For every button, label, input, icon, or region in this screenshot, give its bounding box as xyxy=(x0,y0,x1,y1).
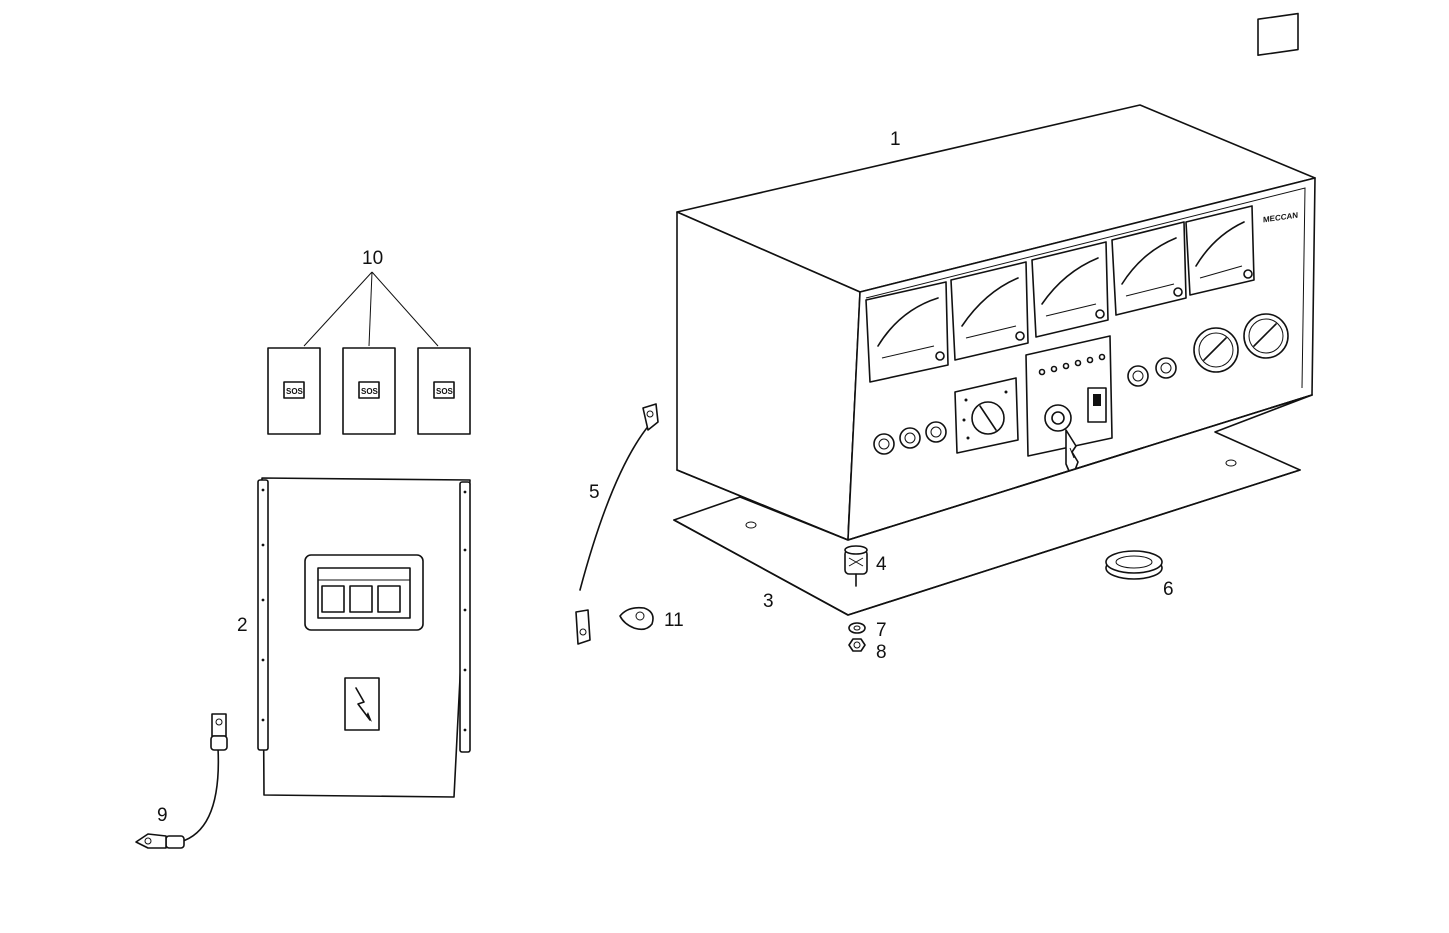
callout-7: 7 xyxy=(876,620,887,641)
sticker-2: SOS xyxy=(342,347,396,435)
cover-panel xyxy=(257,477,471,798)
sticker-3: SOS xyxy=(417,347,471,435)
callout-2: 2 xyxy=(237,615,248,636)
push-buttons-left xyxy=(873,421,947,455)
svg-text:SOS: SOS xyxy=(361,387,379,396)
nut xyxy=(848,638,866,652)
sticker-1: SOS xyxy=(267,347,321,435)
base-plate xyxy=(673,394,1313,616)
control-panel-box: MECCAN xyxy=(676,12,1316,541)
rotary-selector-switch xyxy=(954,377,1019,454)
callout-11: 11 xyxy=(664,610,684,631)
callout-9: 9 xyxy=(157,805,168,826)
anti-vibration-mount xyxy=(844,545,868,587)
warning-stickers: SOS SOS SOS xyxy=(267,271,471,435)
round-gauge-1 xyxy=(1193,327,1239,373)
circuit-breaker xyxy=(304,554,424,631)
grommet xyxy=(1105,550,1163,580)
svg-text:SOS: SOS xyxy=(286,387,304,396)
battery-cable xyxy=(575,403,659,645)
meter-1 xyxy=(865,281,949,383)
rocker-switch xyxy=(1087,387,1107,423)
svg-text:SOS: SOS xyxy=(436,387,454,396)
meter-5 xyxy=(1185,205,1255,296)
round-gauge-2 xyxy=(1243,313,1289,359)
callout-labels: 1 2 3 4 5 6 7 8 9 10 11 xyxy=(157,129,1174,826)
callout-3: 3 xyxy=(763,591,774,612)
push-buttons-right xyxy=(1127,357,1177,387)
cover-panel-holes xyxy=(261,488,467,732)
meter-2 xyxy=(950,261,1029,361)
callout-8: 8 xyxy=(876,642,887,663)
callout-10: 10 xyxy=(362,248,383,269)
callout-5: 5 xyxy=(589,482,600,503)
cable-clamp xyxy=(619,606,654,631)
meter-3 xyxy=(1031,241,1109,338)
ground-strap xyxy=(135,713,228,849)
high-voltage-sign xyxy=(344,677,380,731)
callout-4: 4 xyxy=(876,554,887,575)
callout-1: 1 xyxy=(890,129,901,150)
indicator-key-module xyxy=(1025,335,1113,479)
meter-4 xyxy=(1111,221,1187,316)
callout-6: 6 xyxy=(1163,579,1174,600)
ignition-key-switch xyxy=(1044,404,1079,479)
washer xyxy=(848,622,866,634)
